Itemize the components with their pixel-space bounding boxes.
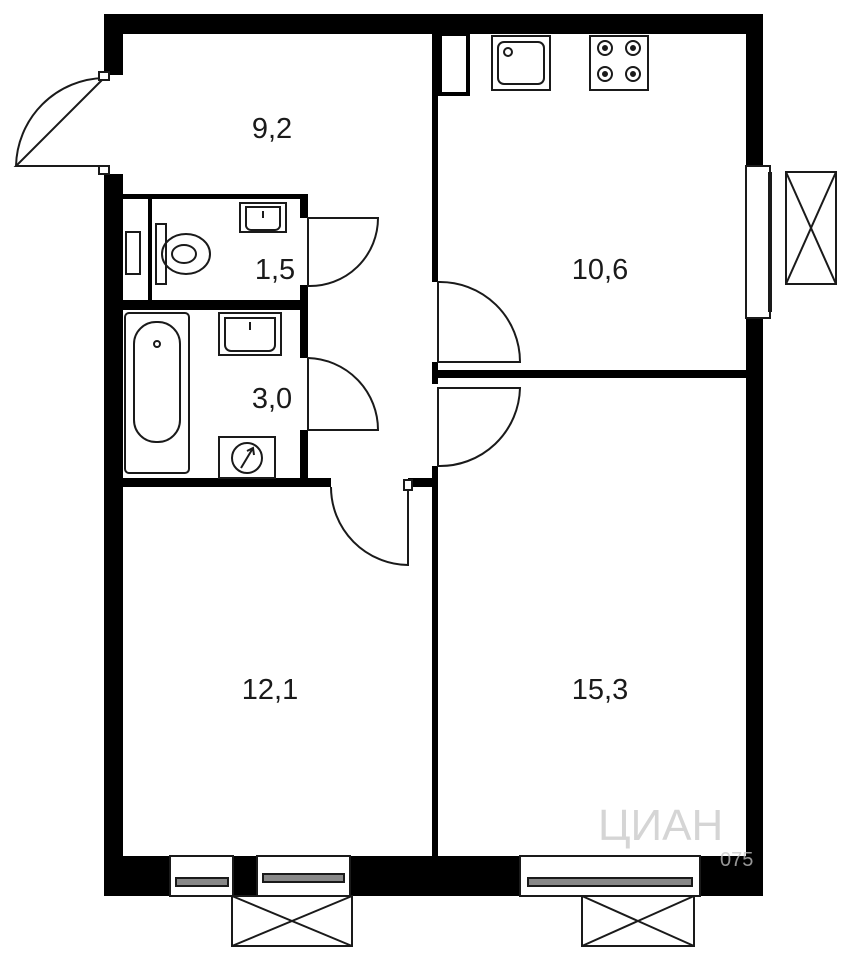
wall-bottom-b	[233, 856, 257, 896]
wall-right-upper	[746, 14, 763, 166]
wall-wc-top	[123, 194, 305, 199]
living-door	[437, 387, 522, 468]
wall-bottom-d	[700, 856, 763, 896]
wall-bath-bedroom	[123, 478, 331, 487]
kitchen-sink-icon	[491, 35, 551, 91]
wall-wc-right-bottom	[300, 285, 308, 310]
wall-kitchen-left-upper	[432, 34, 438, 282]
wc-sink-icon	[239, 202, 287, 233]
bedroom-window-right	[256, 855, 351, 897]
bedroom-door	[330, 479, 413, 567]
living-balcony	[581, 895, 695, 947]
wall-bath-right-bottom	[300, 430, 308, 482]
windows	[169, 165, 837, 947]
wall-bedroom-right-stub	[408, 478, 438, 487]
wall-top	[104, 14, 763, 34]
exterior-walls	[104, 14, 763, 896]
kitchen-area: 10,6	[572, 254, 628, 286]
wall-wc-bath	[123, 300, 308, 310]
wall-bottom-c	[350, 856, 520, 896]
watermark-brand: ЦИАН	[598, 801, 723, 850]
wall-bath-right-top	[300, 310, 308, 358]
hall-area: 9,2	[252, 113, 292, 145]
room-labels: 9,2 1,5 3,0 10,6 12,1 15,3	[242, 113, 628, 706]
bedroom-window-left	[169, 855, 234, 897]
bathtub-icon	[124, 312, 190, 474]
wall-kitchen-left-stub	[432, 362, 438, 384]
wall-bottom-a	[104, 856, 170, 896]
wall-wc-right-top	[300, 194, 308, 218]
bedroom-area: 12,1	[242, 674, 298, 706]
wc-area: 1,5	[255, 254, 295, 286]
wc-door	[307, 217, 380, 288]
bath-sink-icon	[218, 312, 282, 356]
wall-wc-partition	[148, 199, 152, 300]
wall-kitchen-living	[438, 370, 746, 378]
watermark: ЦИАН 075	[598, 801, 753, 871]
bedroom-balcony	[231, 895, 353, 947]
bath-area: 3,0	[252, 383, 292, 415]
stove-icon	[589, 35, 649, 91]
wall-right-lower	[746, 318, 763, 896]
kitchen-niche	[438, 32, 470, 96]
wall-left-top	[104, 14, 123, 75]
watermark-code: 075	[720, 849, 753, 871]
washing-machine-icon	[218, 436, 276, 479]
toilet-icon	[125, 223, 211, 285]
wall-living-left	[432, 466, 438, 856]
fixtures	[124, 35, 649, 479]
kitchen-window	[745, 165, 837, 319]
interior-walls	[123, 32, 746, 856]
doors	[13, 71, 522, 567]
entrance-door	[13, 71, 110, 175]
bath-door	[307, 356, 380, 431]
wall-left-main	[104, 174, 123, 896]
kitchen-door	[437, 280, 522, 363]
living-area: 15,3	[572, 674, 628, 706]
living-window	[519, 855, 701, 897]
